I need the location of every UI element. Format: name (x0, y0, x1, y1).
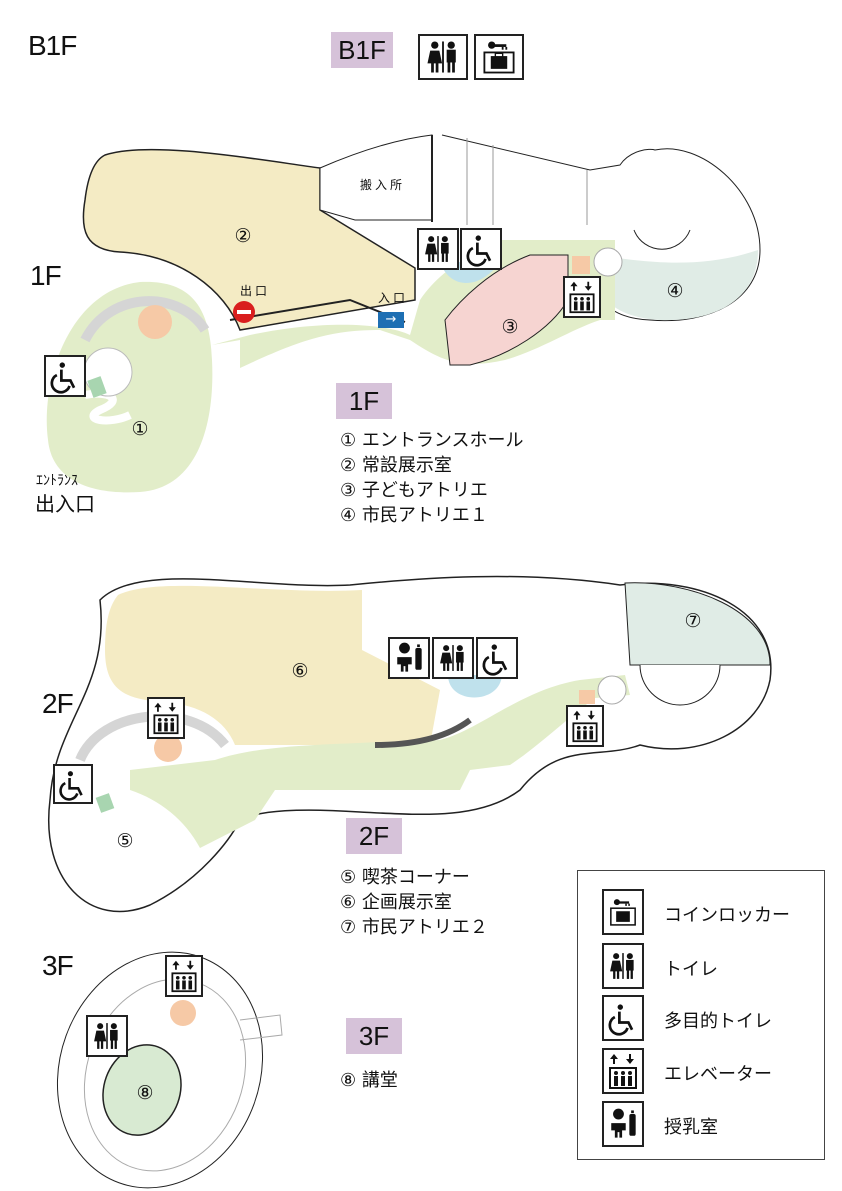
auditorium-area (102, 1044, 182, 1136)
toilet-icon (86, 1015, 128, 1057)
loading-dock-label: 搬入所 (360, 178, 406, 192)
toilet-icon (418, 34, 468, 80)
toilet-icon (432, 637, 474, 679)
room-entry: ② 常設展示室 (340, 455, 452, 476)
icon-legend: コインロッカー トイレ 多目的トイレ エレベーター 授乳室 (577, 870, 825, 1160)
room-entry: ③ 子どもアトリエ (340, 480, 488, 501)
room-entry: ⑥ 企画展示室 (340, 892, 452, 913)
toilet-icon (417, 228, 459, 270)
floor-label-1f: 1F (30, 260, 62, 291)
floor-label-b1f: B1F (28, 30, 77, 61)
legend-row: 多目的トイレ (602, 995, 772, 1041)
elevator-icon (602, 1048, 644, 1094)
entrance-main-label: 出入口 (35, 492, 95, 516)
entry-arrow-icon: → (378, 312, 404, 328)
legend-label: エレベーター (664, 1064, 772, 1085)
permanent-exhibition-area (82, 148, 416, 331)
floor-tag-3f: 3F (346, 1018, 402, 1054)
room-entry: ④ 市民アトリエ１ (340, 505, 488, 526)
elevator-icon (147, 697, 185, 739)
civic-atelier-1-area (600, 250, 758, 321)
room-number-6: ⑥ (291, 660, 309, 682)
legend-row: 授乳室 (602, 1101, 718, 1147)
floor-label-3f: 3F (42, 950, 74, 981)
room-number-4: ④ (666, 280, 684, 302)
planning-exhibition-area (105, 585, 440, 745)
legend-label: 授乳室 (664, 1117, 718, 1138)
room-entry: ⑦ 市民アトリエ２ (340, 917, 488, 938)
floor-2-room-list: ⑤ 喫茶コーナー ⑥ 企画展示室 ⑦ 市民アトリエ２ (340, 865, 488, 940)
room-number-1: ① (131, 418, 149, 440)
floor-3-room-list: ⑧ 講堂 (340, 1068, 398, 1093)
entrance-label: 入口 (378, 291, 409, 305)
toilet-icon (602, 943, 644, 989)
floor-1-room-list: ① エントランスホール ② 常設展示室 ③ 子どもアトリエ ④ 市民アトリエ１ (340, 428, 524, 528)
wheelchair-icon (476, 637, 518, 679)
nursing-icon (602, 1101, 644, 1147)
legend-label: コインロッカー (664, 905, 790, 926)
wheelchair-icon (44, 355, 86, 397)
nursing-icon (388, 637, 430, 679)
room-number-5: ⑤ (116, 830, 134, 852)
civic-atelier-2-area (624, 582, 771, 666)
wheelchair-icon (460, 228, 502, 270)
room-number-7: ⑦ (684, 610, 702, 632)
legend-label: 多目的トイレ (664, 1011, 772, 1032)
wheelchair-icon (53, 764, 93, 804)
legend-row: トイレ (602, 943, 718, 989)
wheelchair-icon (602, 995, 644, 1041)
legend-row: コインロッカー (602, 889, 790, 935)
elevator-icon (563, 276, 601, 318)
floor-label-2f: 2F (42, 688, 74, 719)
room-entry: ① エントランスホール (340, 430, 524, 451)
legend-row: エレベーター (602, 1048, 772, 1094)
locker-icon (474, 34, 524, 80)
floor-tag-b1f: B1F (331, 32, 393, 68)
room-number-3: ③ (501, 316, 519, 338)
floor-tag-1f: 1F (336, 383, 392, 419)
no-entry-icon (233, 301, 255, 323)
room-entry: ⑤ 喫茶コーナー (340, 867, 470, 888)
corridor-2f (130, 675, 630, 848)
locker-icon (602, 889, 644, 935)
elevator-icon (566, 705, 604, 747)
room-number-8: ⑧ (136, 1082, 154, 1104)
room-entry: ⑧ 講堂 (340, 1070, 398, 1091)
floor-tag-2f: 2F (346, 818, 402, 854)
exit-label: 出口 (240, 284, 271, 298)
room-number-2: ② (234, 225, 252, 247)
elevator-icon (165, 955, 203, 997)
entrance-small-label: ｴﾝﾄﾗﾝｽ (36, 473, 78, 489)
legend-label: トイレ (664, 959, 718, 980)
